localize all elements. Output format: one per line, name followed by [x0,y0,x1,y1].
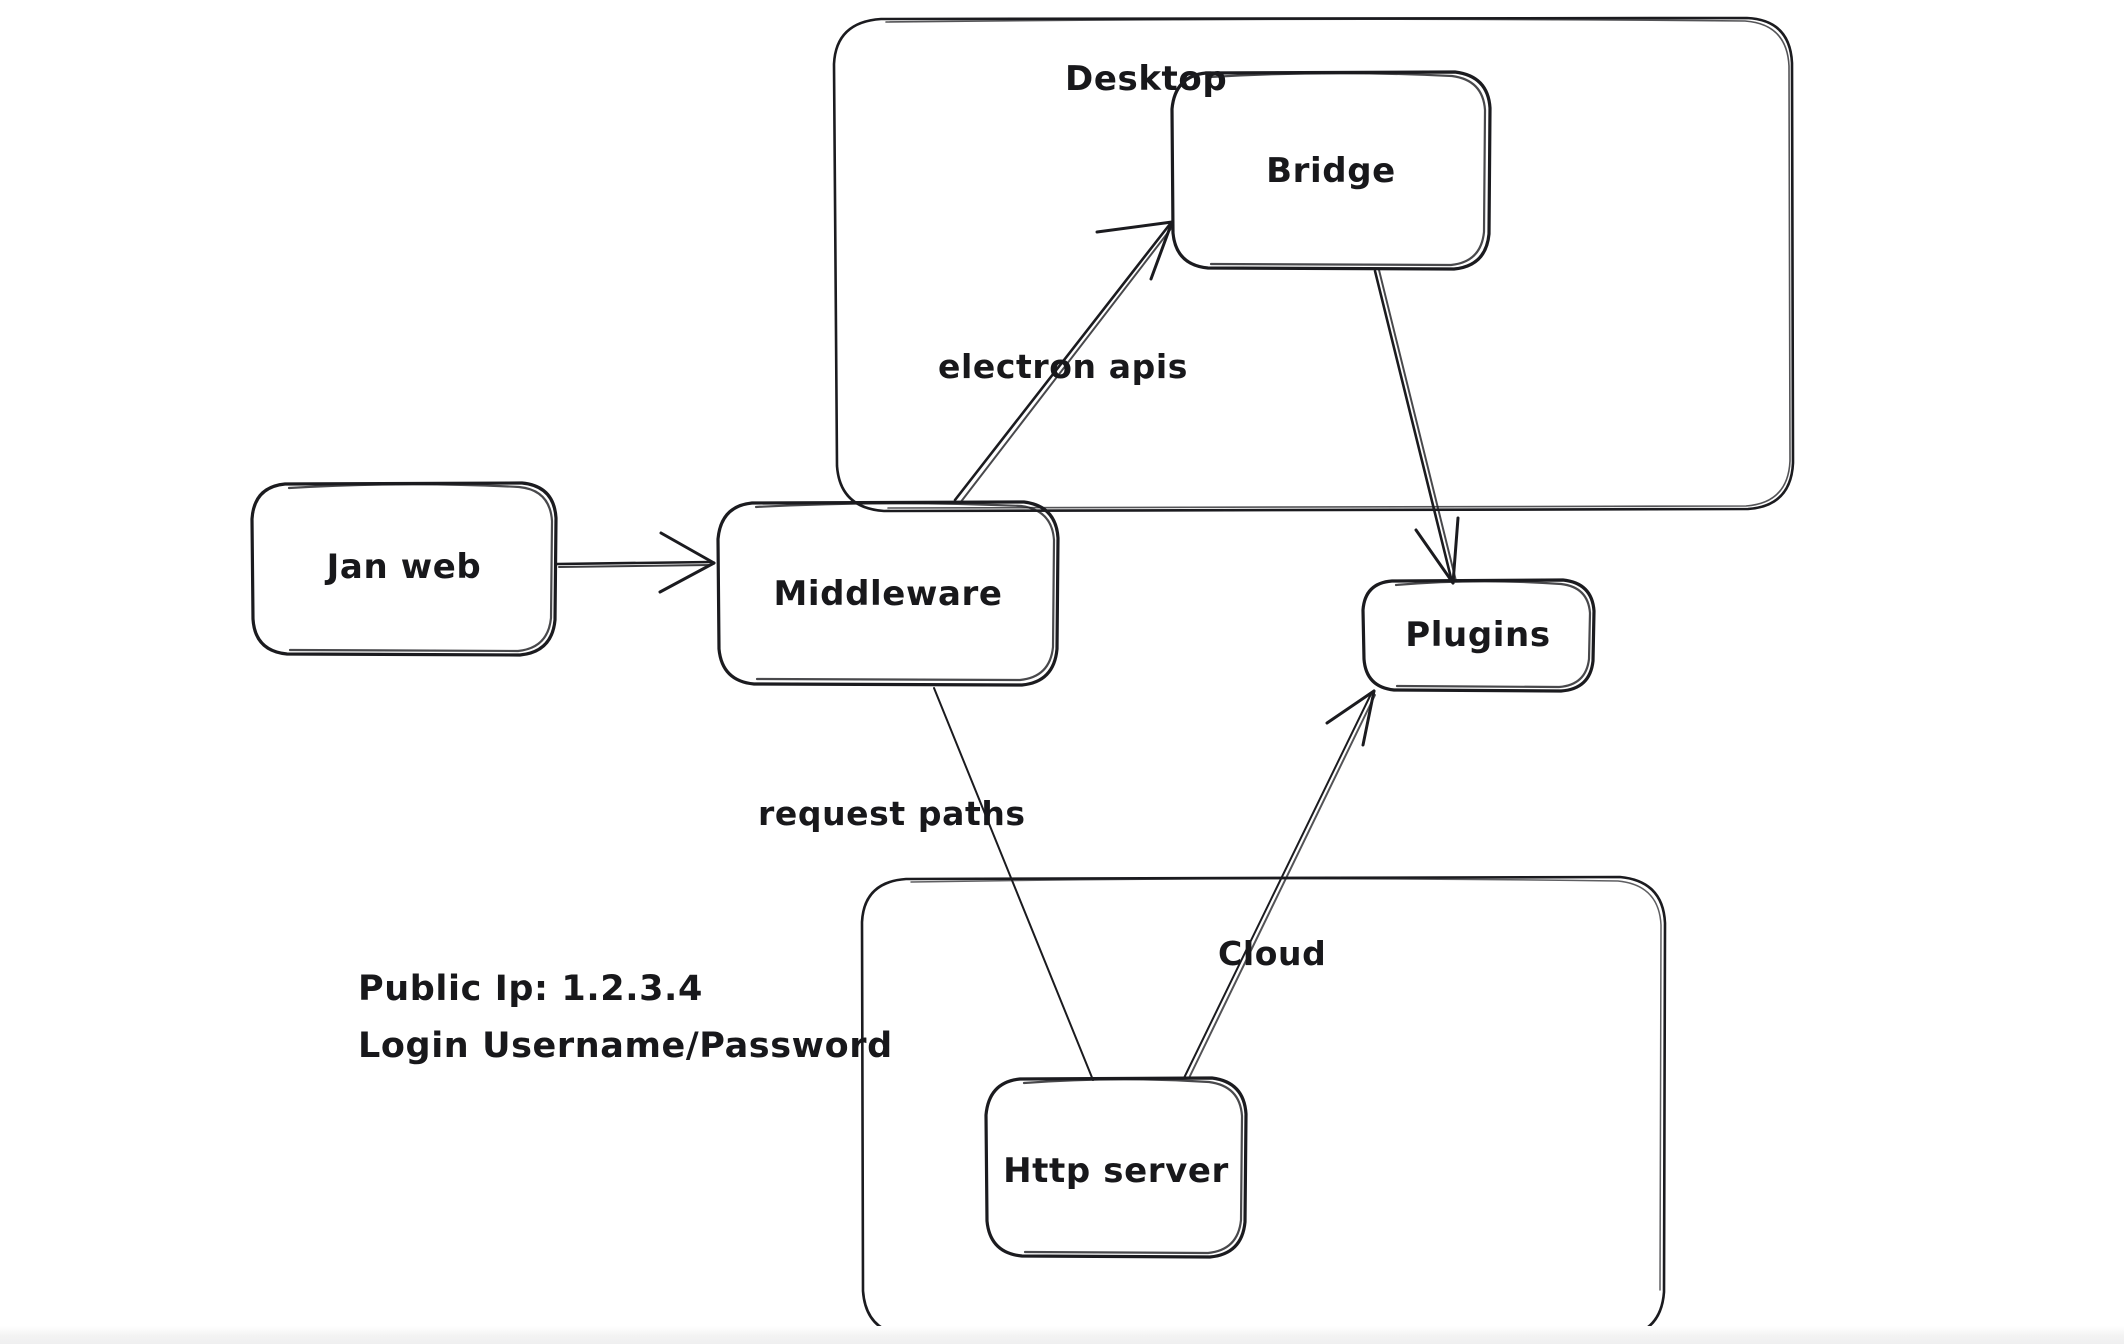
edge-label-electron-apis: electron apis [938,347,1188,386]
group-desktop[interactable]: Desktop [832,16,1795,513]
node-jan-web[interactable]: Jan web [250,481,558,657]
node-plugins[interactable]: Plugins [1361,578,1596,693]
edge-bridge-to-plugins[interactable] [1373,269,1460,585]
edge-label-request-paths: request paths [758,794,1026,833]
bottom-edge-strip [0,1326,2124,1344]
node-plugins-label: Plugins [1405,615,1550,655]
node-bridge[interactable]: Bridge [1170,70,1492,271]
edge-jan-to-middleware[interactable] [555,531,716,594]
note-login: Login Username/Password [358,1026,893,1066]
edge-http-to-plugins[interactable]: Cloud [1183,689,1376,1079]
node-http-server-label: Http server [1003,1151,1229,1191]
group-desktop-label: Desktop [1065,59,1227,99]
note-public-ip: Public Ip: 1.2.3.4 [358,969,703,1009]
edge-middleware-to-bridge[interactable]: electron apis [938,220,1188,504]
node-http-server[interactable]: Http server [984,1076,1248,1259]
node-middleware[interactable]: Middleware [716,500,1060,687]
edge-middleware-to-http[interactable]: request paths [758,687,1094,1081]
node-jan-web-label: Jan web [325,547,482,587]
node-middleware-label: Middleware [773,574,1002,614]
notes-block: Public Ip: 1.2.3.4 Login Username/Passwo… [358,969,893,1066]
node-bridge-label: Bridge [1266,151,1396,191]
edge-label-cloud: Cloud [1218,934,1326,973]
